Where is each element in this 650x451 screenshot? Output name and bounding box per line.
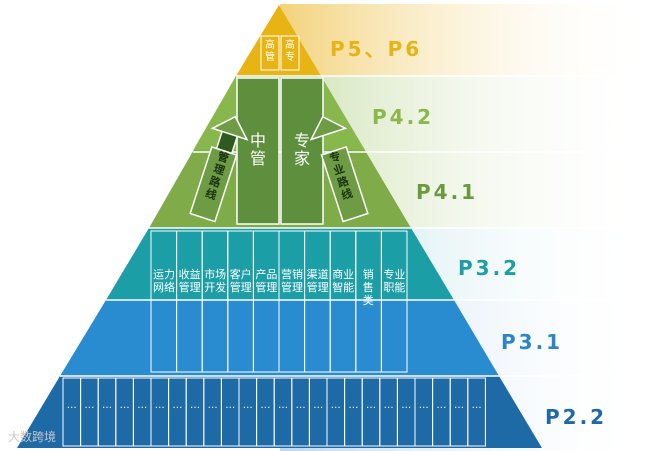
bottom-cell-label: … — [348, 400, 359, 411]
tier-p22 — [17, 376, 542, 448]
function-column-5: 产品管理 — [255, 268, 278, 294]
bottom-cell-label: … — [277, 400, 288, 411]
level-label-p56: P5、P6 — [330, 37, 423, 61]
bottom-cell-label: … — [313, 400, 324, 411]
expert-char-2: 家 — [293, 149, 310, 168]
function-column-2: 收益管理 — [178, 268, 201, 294]
bottom-cells — [62, 377, 486, 447]
bottom-cell-label: … — [84, 400, 95, 411]
expert-box — [280, 77, 324, 225]
bottom-cell-label: … — [330, 400, 341, 411]
level-label-p22: P2.2 — [545, 405, 608, 429]
tier-p31 — [60, 300, 499, 376]
bottom-cell-label: … — [401, 400, 412, 411]
manager-char-2: 管 — [249, 149, 266, 168]
management-route-arrow — [189, 115, 249, 223]
bottom-cell-label: … — [225, 400, 236, 411]
function-column-10: 专业职能 — [383, 268, 406, 294]
bottom-cell-label: … — [436, 400, 447, 411]
bottom-cell-label: … — [471, 400, 482, 411]
bottom-cell-label: … — [137, 400, 148, 411]
bottom-cell-label: … — [172, 400, 183, 411]
function-column-7: 渠道管理 — [306, 268, 329, 294]
level-label-p32: P3.2 — [458, 256, 521, 280]
bottom-cell-label: … — [383, 400, 394, 411]
bottom-cell-label: … — [365, 400, 376, 411]
function-column-8: 商业智能 — [332, 268, 355, 294]
bottom-cell-box — [467, 377, 486, 447]
bottom-cell-label: … — [453, 400, 464, 411]
bottom-cell-label: … — [207, 400, 218, 411]
top-cell-senior-manager: 高管 — [265, 40, 275, 63]
function-column-6: 营销管理 — [281, 268, 303, 294]
function-column-4: 客户管理 — [229, 268, 252, 294]
manager-box — [236, 77, 280, 225]
level-label-p41: P4.1 — [416, 180, 479, 204]
level-label-p31: P3.1 — [501, 330, 564, 354]
function-column-box — [380, 230, 408, 373]
bottom-cell-label: … — [260, 400, 271, 411]
band-p56 — [280, 4, 650, 76]
manager-text: 中 管 — [240, 132, 276, 168]
bottom-cell-label: … — [66, 400, 77, 411]
manager-char-1: 中 — [249, 131, 266, 150]
bottom-cell-label: … — [418, 400, 429, 411]
bottom-cell-label: … — [189, 400, 200, 411]
function-column-1: 运力网络 — [153, 268, 175, 294]
bottom-cell-label: … — [154, 400, 165, 411]
top-cell-box — [260, 35, 280, 71]
watermark: 大数跨境 — [8, 430, 57, 444]
function-column-3: 市场开发 — [204, 268, 227, 294]
bottom-cell-label: … — [242, 400, 253, 411]
bottom-cell-label: … — [101, 400, 112, 411]
function-column-9: 销售类 — [362, 268, 374, 307]
bottom-cell-label: … — [295, 400, 306, 411]
bottom-cell-label: … — [119, 400, 130, 411]
professional-route-arrow — [309, 115, 369, 223]
expert-text: 专 家 — [284, 132, 320, 168]
tier-p32 — [106, 228, 454, 300]
level-label-p42: P4.2 — [372, 105, 435, 129]
function-columns — [150, 230, 408, 373]
top-cell-box — [280, 35, 300, 71]
top-cell-senior-expert: 高专 — [285, 40, 295, 63]
expert-char-1: 专 — [293, 131, 310, 150]
